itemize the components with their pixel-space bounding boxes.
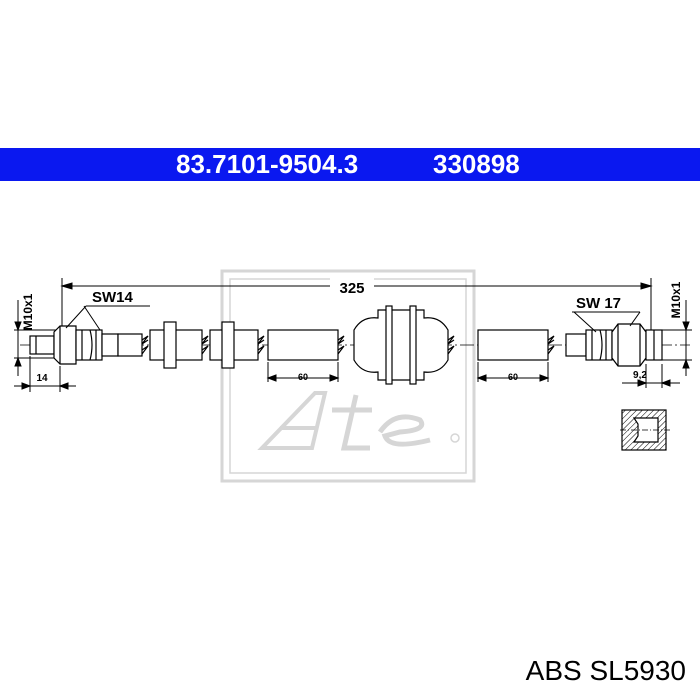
left-thread-label: M10x1 [21, 293, 35, 330]
ate-logo-icon [220, 269, 476, 483]
overall-length-dimension [60, 277, 653, 340]
caption-brand: ABS [525, 655, 582, 686]
caption-model: SL5930 [589, 655, 686, 686]
left-wrench-label: SW14 [92, 289, 134, 306]
right-wrench-leader [572, 311, 641, 333]
left-fitting-length-label: 14 [36, 373, 48, 384]
part-code: 330898 [433, 149, 520, 179]
sleeve-length-right-label: 60 [508, 372, 518, 382]
sleeve-dimensions [266, 362, 550, 382]
overall-length-label: 325 [339, 280, 364, 297]
header-banner: 83.7101-9504.3 330898 [0, 148, 700, 181]
right-depth-dimension [622, 364, 680, 388]
section-detail [620, 409, 670, 451]
right-wrench-label: SW 17 [576, 295, 621, 312]
sleeve-length-left-label: 60 [298, 372, 308, 382]
left-fitting-dimension [14, 356, 76, 392]
left-wrench-leader [65, 305, 150, 331]
right-thread-label: M10x1 [669, 281, 683, 318]
caption: ABS SL5930 [526, 655, 686, 687]
right-thread-dimension [660, 300, 692, 376]
hose-body [117, 305, 587, 385]
left-fitting [29, 325, 119, 365]
right-depth-label: 9,2 [633, 370, 647, 381]
part-number: 83.7101-9504.3 [176, 149, 359, 179]
right-fitting [585, 323, 663, 367]
left-thread-dimension [14, 300, 60, 376]
